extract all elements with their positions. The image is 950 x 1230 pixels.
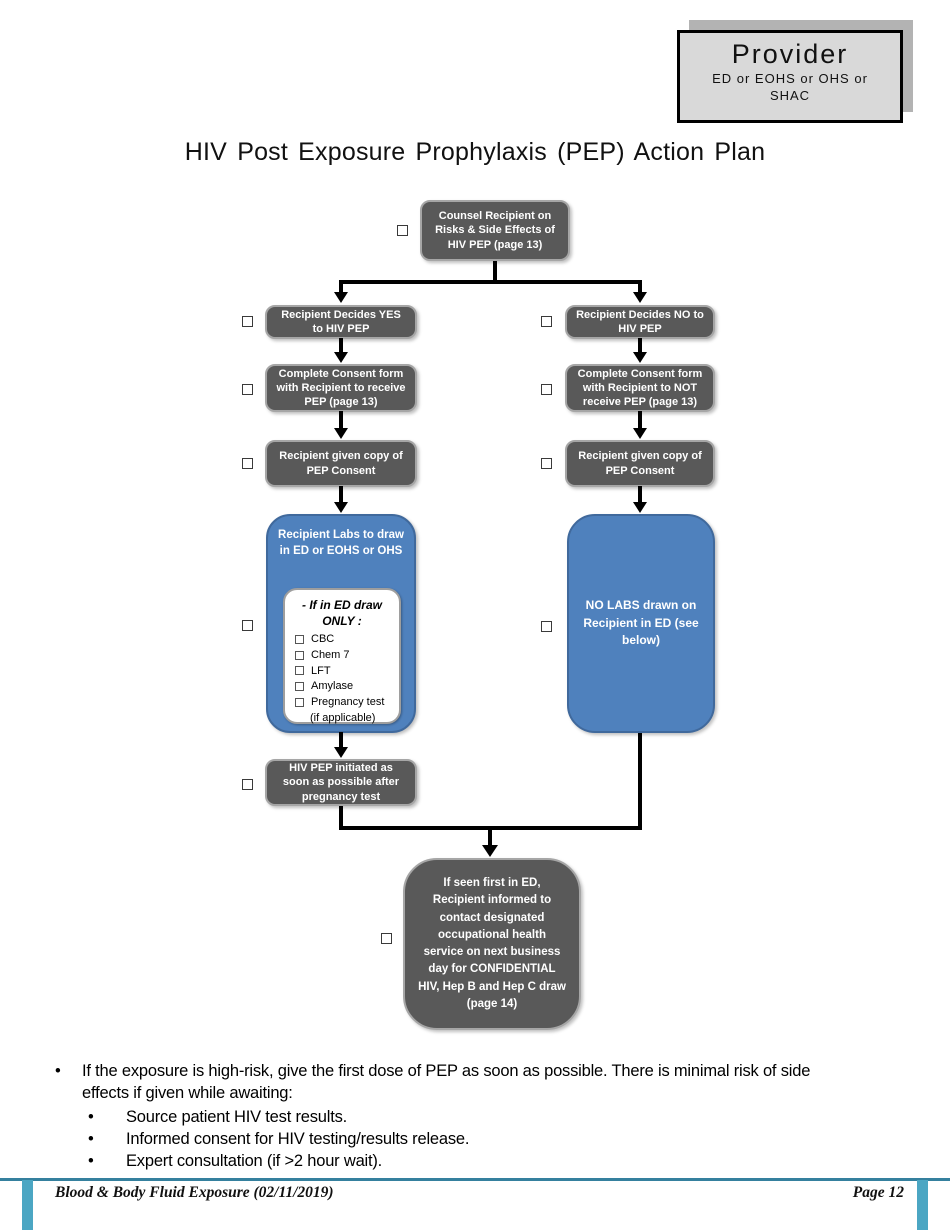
arrow-down-icon bbox=[482, 845, 498, 857]
checkbox-icon bbox=[397, 225, 408, 236]
connector-line bbox=[339, 411, 343, 429]
arrow-down-icon bbox=[334, 428, 348, 439]
connector-line bbox=[339, 280, 642, 284]
checkbox-icon bbox=[295, 650, 304, 660]
labs-heading-line2: ONLY : bbox=[322, 614, 362, 629]
bullet-icon: • bbox=[88, 1152, 94, 1170]
checkbox-icon bbox=[541, 621, 552, 632]
flow-box-labs: Recipient Labs to draw in ED or EOHS or … bbox=[266, 514, 416, 733]
flow-box-decide-yes: Recipient Decides YES to HIV PEP bbox=[265, 305, 417, 339]
checkbox-icon bbox=[541, 316, 552, 327]
connector-line bbox=[339, 826, 642, 830]
footer-rule bbox=[0, 1178, 950, 1181]
connector-line bbox=[339, 732, 343, 748]
provider-title: Provider bbox=[731, 39, 849, 69]
flow-box-decide-no: Recipient Decides NO to HIV PEP bbox=[565, 305, 715, 339]
page-edge-bar-right bbox=[917, 1180, 928, 1230]
connector-line bbox=[339, 282, 343, 293]
bullet-icon: • bbox=[88, 1108, 94, 1126]
checkbox-icon bbox=[541, 458, 552, 469]
labs-item: Amylase bbox=[285, 680, 399, 693]
bullet-icon: • bbox=[55, 1062, 61, 1080]
provider-subtitle-line1: ED or EOHS or OHS or bbox=[712, 70, 868, 86]
labs-checklist: CBC Chem 7 LFT Amylase Pregnancy test (i… bbox=[285, 633, 399, 724]
labs-item: Pregnancy test bbox=[285, 696, 399, 709]
checkbox-icon bbox=[242, 620, 253, 631]
flow-box-consent-no: Complete Consent form with Recipient to … bbox=[565, 364, 715, 412]
connector-line bbox=[638, 338, 642, 353]
arrow-down-icon bbox=[633, 352, 647, 363]
labs-checklist-panel: - If in ED draw ONLY : CBC Chem 7 LFT Am… bbox=[283, 588, 401, 724]
sub-bullet-text: Expert consultation (if >2 hour wait). bbox=[126, 1152, 383, 1170]
sub-bullet-line: • Informed consent for HIV testing/result… bbox=[88, 1130, 469, 1149]
footer-document-title: Blood & Body Fluid Exposure (02/11/2019) bbox=[55, 1184, 334, 1201]
checkbox-icon bbox=[242, 316, 253, 327]
flow-box-consent-yes: Complete Consent form with Recipient to … bbox=[265, 364, 417, 412]
connector-line bbox=[488, 830, 492, 846]
connector-line bbox=[638, 486, 642, 503]
sub-bullet-text: Source patient HIV test results. bbox=[126, 1108, 348, 1126]
connector-line bbox=[339, 806, 343, 829]
arrow-down-icon bbox=[334, 747, 348, 758]
labs-item-label: Amylase bbox=[311, 680, 354, 693]
checkbox-icon bbox=[381, 933, 392, 944]
flow-box-pep-initiated: HIV PEP initiated as soon as possible af… bbox=[265, 759, 417, 806]
labs-item-label: LFT bbox=[311, 664, 331, 677]
no-labs-text: NO LABS drawn on Recipient in ED (see be… bbox=[583, 598, 699, 648]
labs-item-label: CBC bbox=[311, 633, 335, 646]
footer-page-number: Page 12 bbox=[852, 1184, 904, 1201]
labs-item: LFT bbox=[285, 665, 399, 678]
labs-item: CBC bbox=[285, 633, 399, 646]
provider-box: Provider ED or EOHS or OHS or SHAC bbox=[677, 30, 903, 123]
connector-line bbox=[638, 733, 642, 829]
checkbox-icon bbox=[242, 779, 253, 790]
sub-bullet-line: • Source patient HIV test results. bbox=[88, 1108, 347, 1127]
flow-box-final: If seen first in ED, Recipient informed … bbox=[403, 858, 581, 1030]
flow-box-counsel: Counsel Recipient on Risks & Side Effect… bbox=[420, 200, 570, 261]
checkbox-icon bbox=[295, 682, 304, 692]
bullet-icon: • bbox=[88, 1130, 94, 1148]
labs-item: Chem 7 bbox=[285, 649, 399, 662]
flow-box-no-labs: NO LABS drawn on Recipient in ED (see be… bbox=[567, 514, 715, 733]
checkbox-icon bbox=[295, 697, 304, 707]
flow-box-copy-yes: Recipient given copy of PEP Consent bbox=[265, 440, 417, 487]
connector-line bbox=[339, 486, 343, 503]
sub-bullet-text: Informed consent for HIV testing/results… bbox=[126, 1130, 470, 1148]
provider-subtitle-line2: SHAC bbox=[769, 88, 811, 104]
page-edge-bar-left bbox=[22, 1180, 33, 1230]
checkbox-icon bbox=[242, 458, 253, 469]
checkbox-icon bbox=[242, 384, 253, 395]
connector-line bbox=[638, 411, 642, 429]
flow-box-copy-no: Recipient given copy of PEP Consent bbox=[565, 440, 715, 487]
arrow-down-icon bbox=[633, 428, 647, 439]
connector-line bbox=[493, 261, 497, 281]
bullet-line-continuation: effects if given while awaiting: bbox=[82, 1084, 293, 1102]
arrow-down-icon bbox=[633, 502, 647, 513]
checkbox-icon bbox=[295, 666, 304, 676]
page-title: HIV Post Exposure Prophylaxis (PEP) Acti… bbox=[184, 138, 766, 166]
labs-heading-line1: - If in ED draw bbox=[301, 598, 382, 612]
arrow-down-icon bbox=[334, 502, 348, 513]
connector-line bbox=[339, 338, 343, 353]
labs-title: Recipient Labs to draw in ED or EOHS or … bbox=[278, 529, 404, 558]
checkbox-icon bbox=[541, 384, 552, 395]
checkbox-icon bbox=[295, 635, 304, 645]
sub-bullet-line: • Expert consultation (if >2 hour wait). bbox=[88, 1152, 382, 1171]
bullet-line: • If the exposure is high-risk, give the … bbox=[55, 1062, 810, 1081]
arrow-down-icon bbox=[334, 352, 348, 363]
connector-line bbox=[638, 282, 642, 293]
bullet-text: If the exposure is high-risk, give the f… bbox=[82, 1062, 811, 1080]
labs-item-note: (if applicable) bbox=[310, 711, 376, 724]
arrow-down-icon bbox=[633, 292, 647, 303]
labs-item-label: Pregnancy test bbox=[311, 695, 385, 708]
arrow-down-icon bbox=[334, 292, 348, 303]
labs-item-label: Chem 7 bbox=[311, 649, 350, 662]
